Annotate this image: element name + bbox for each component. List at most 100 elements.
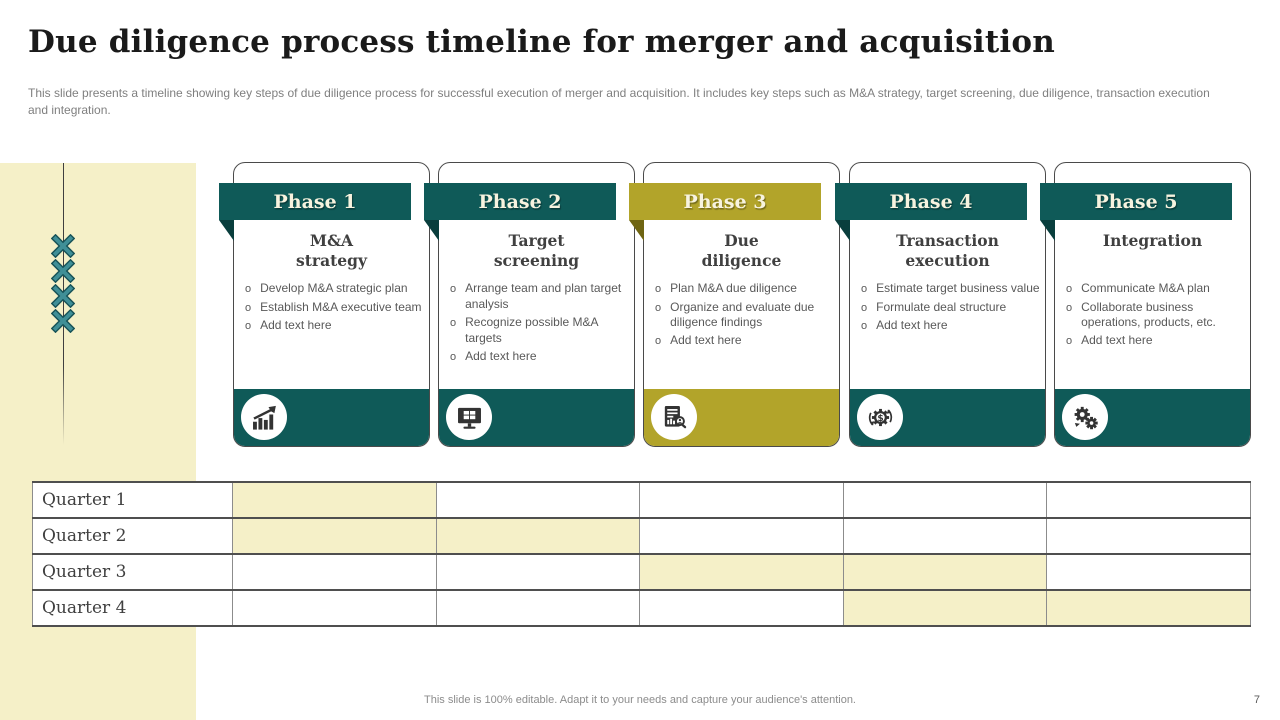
bullet-text: Recognize possible M&A targets (465, 314, 598, 345)
gantt-cell (435, 589, 641, 627)
bullet-item: o Organize and evaluate due diligence fin… (655, 300, 834, 332)
bullet-text: Plan M&A due diligence (670, 281, 797, 295)
quarter-label: Quarter 1 (32, 481, 233, 519)
svg-text:$: $ (877, 413, 883, 423)
gantt-cell (435, 517, 641, 555)
phase-title-line: screening (493, 251, 580, 271)
bullet-text: Develop M&A strategic plan (260, 281, 408, 295)
gantt-cell (639, 481, 844, 519)
gantt-cell (639, 553, 844, 591)
footer-note: This slide is 100% editable. Adapt it to… (424, 694, 856, 706)
bullet-text: Add text here (876, 318, 948, 332)
phase-banner: Phase 1 (219, 183, 411, 220)
bullet-text: Estimate target business value (876, 281, 1040, 295)
bullet-item: o Recognize possible M&A targets (450, 315, 629, 347)
bullet-marker: o (861, 301, 868, 314)
dollar-gear-icon: $ (857, 394, 903, 440)
gantt-cell (842, 589, 1048, 627)
phase-label: Phase 1 (273, 190, 357, 213)
table-row: Quarter 2 (32, 517, 1251, 555)
gantt-cell (1046, 517, 1251, 555)
phase-footer-band: $ (850, 389, 1045, 446)
phase-title-line: Integration (1102, 231, 1203, 250)
bullet-text: Formulate deal structure (876, 299, 1007, 314)
bullet-marker: o (450, 316, 457, 329)
bullet-marker: o (245, 320, 252, 332)
bullet-text: Add text here (670, 333, 742, 348)
bullet-marker: o (655, 301, 662, 314)
timeline-line (63, 163, 64, 445)
bullet-item: o Add text here (450, 349, 629, 366)
phase-footer-band (439, 389, 634, 446)
bullet-item: o Formulate deal structure (861, 300, 1040, 317)
gantt-cell (842, 517, 1048, 555)
cross-marker-icon (51, 309, 75, 333)
bullet-marker: o (1066, 301, 1073, 314)
gantt-cell (232, 517, 437, 555)
phase-title-line: Target (508, 231, 565, 250)
gantt-cell (1046, 553, 1251, 591)
bullet-marker: o (655, 335, 662, 348)
phase-title-line: strategy (296, 251, 367, 271)
phase-footer-band (1055, 389, 1250, 446)
bullet-marker: o (245, 301, 252, 314)
bullet-text: Add text here (465, 348, 537, 363)
phase-footer-band (644, 389, 839, 446)
phase-footer-band (234, 389, 429, 446)
phase-title-line: execution (905, 251, 990, 271)
bullet-marker: o (861, 283, 868, 295)
phase-card-title: Integration (1059, 231, 1246, 251)
bullet-text: Arrange team and plan target analysis (465, 281, 622, 311)
bullet-text: Establish M&A executive team (260, 299, 422, 314)
bullet-item: o Plan M&A due diligence (655, 281, 834, 298)
bullet-marker: o (450, 283, 457, 295)
phase-label: Phase 5 (1094, 190, 1178, 213)
phase-banner: Phase 2 (424, 183, 616, 220)
left-accent-band (0, 163, 196, 720)
bullet-marker: o (450, 350, 457, 363)
page-number: 7 (1253, 694, 1260, 706)
gantt-cell (842, 553, 1048, 591)
quarter-label: Quarter 3 (32, 553, 233, 591)
bullet-marker: o (1066, 283, 1073, 295)
phase-title-line: diligence (701, 251, 782, 271)
gantt-cell (639, 517, 844, 555)
audit-document-icon (651, 394, 697, 440)
gantt-cell (232, 481, 437, 519)
quarter-label: Quarter 4 (32, 589, 233, 627)
gantt-cell (435, 553, 641, 591)
gantt-cell (1046, 589, 1251, 627)
bullet-item: o Estimate target business value (861, 281, 1040, 298)
phase-title-line: Transaction (896, 231, 999, 250)
bullet-item: o Add text here (655, 333, 834, 350)
gantt-cell (842, 481, 1048, 519)
gantt-cell (435, 481, 641, 519)
phase-title-line: Due (724, 231, 759, 250)
bullet-text: Organize and evaluate due diligence find… (670, 299, 815, 330)
table-row: Quarter 4 (32, 589, 1251, 627)
phase-label: Phase 3 (683, 190, 767, 213)
phase-title-line: M&A (309, 231, 354, 250)
gantt-cell (1046, 481, 1251, 519)
phase-label: Phase 4 (889, 190, 973, 213)
bullet-marker: o (245, 283, 252, 295)
cross-marker-icon (51, 259, 75, 283)
phase-banner: Phase 5 (1040, 183, 1232, 220)
bullet-marker: o (861, 320, 868, 332)
bullet-item: o Develop M&A strategic plan (245, 281, 424, 298)
bullet-marker: o (655, 283, 662, 295)
bullet-item: o Establish M&A executive team (245, 300, 424, 317)
integration-gears-icon (1062, 394, 1108, 440)
phase-banner: Phase 3 (629, 183, 821, 220)
